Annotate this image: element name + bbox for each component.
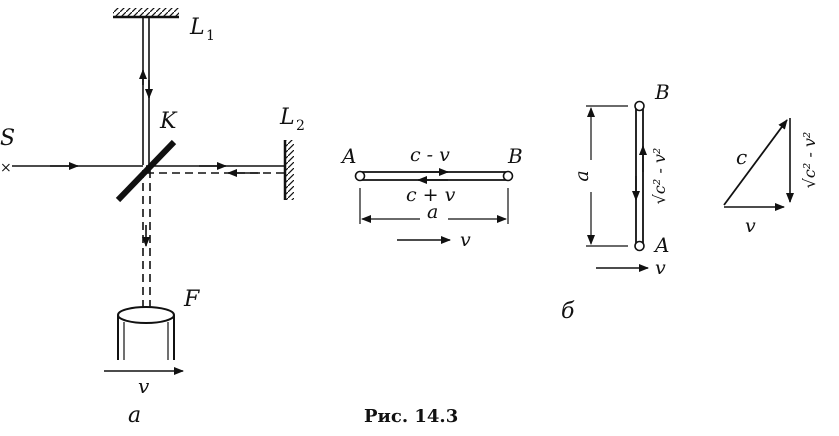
rod-length-label: a xyxy=(427,201,438,223)
vrod-side-label: √c² - v² xyxy=(650,148,669,205)
rod-lower-label: c + v xyxy=(406,184,456,206)
panel-b-label: б xyxy=(561,299,575,324)
detector xyxy=(117,306,175,360)
velocity-label-a: v xyxy=(138,374,150,398)
vrod-length-label: a xyxy=(571,170,593,181)
horizontal-rod-panel: A B c - v c + v a v xyxy=(340,144,523,251)
triangle-hypotenuse-arrow xyxy=(723,119,788,206)
panel-a-label: а xyxy=(128,403,141,428)
figure-caption: Рис. 14.3 xyxy=(364,406,458,427)
rod-velocity-label: v xyxy=(460,229,471,251)
source-mark: × xyxy=(0,160,12,176)
triangle-base-label: v xyxy=(745,215,756,237)
vrod-end-b: B xyxy=(654,80,670,104)
vertical-rod-panel: B A a √c² - v² v c v √c² - v² б xyxy=(561,80,819,324)
splitter-label: K xyxy=(159,109,178,134)
mirror-l1-label: L xyxy=(189,15,205,40)
horizontal-rod xyxy=(354,170,514,182)
mirror-l1-subscript: 1 xyxy=(206,28,215,44)
vrod-end-a: A xyxy=(653,233,669,257)
source-label: S xyxy=(0,126,15,151)
mirror-l2-subscript: 2 xyxy=(296,118,305,134)
rod-end-a: A xyxy=(340,144,356,168)
mirror-l1 xyxy=(113,8,179,19)
detector-label: F xyxy=(183,287,200,312)
triangle-hyp-label: c xyxy=(736,145,747,169)
rod-upper-label: c - v xyxy=(410,144,450,166)
mirror-l2 xyxy=(283,140,294,200)
rod-end-b: B xyxy=(507,144,523,168)
vrod-velocity-label: v xyxy=(655,257,666,279)
interferometer-panel: L 1 S × K L 2 xyxy=(0,8,305,428)
beam-splitter xyxy=(115,139,177,203)
mirror-l2-label: L xyxy=(279,105,295,130)
triangle-side-label: √c² - v² xyxy=(800,132,819,189)
